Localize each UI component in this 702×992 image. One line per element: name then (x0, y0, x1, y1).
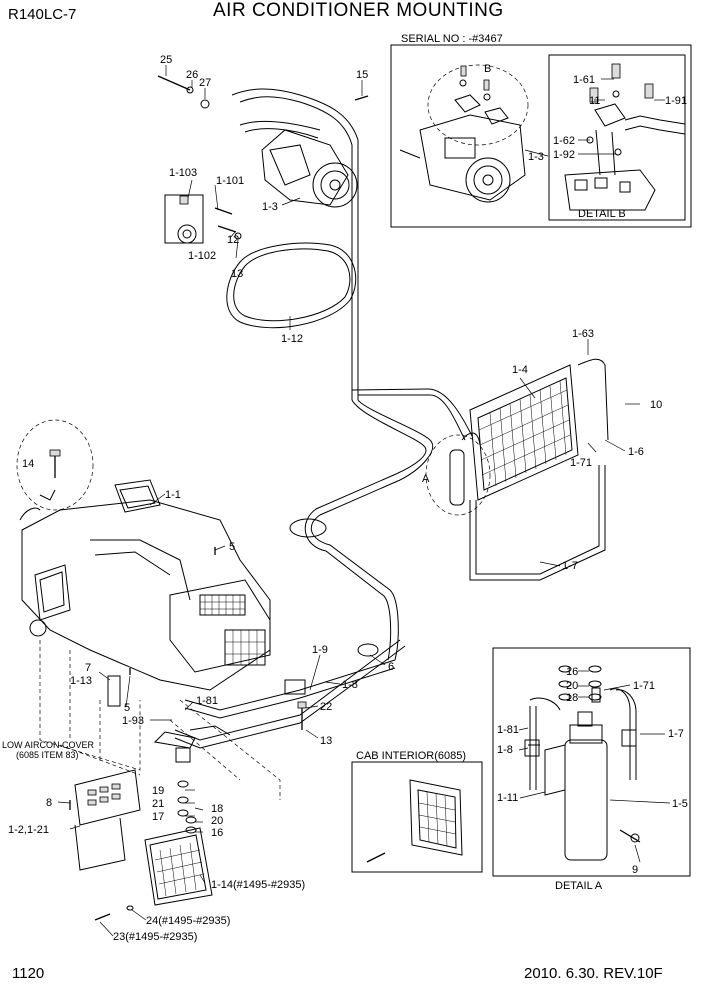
callout-1-101: 1-101 (216, 175, 244, 187)
callout-1-71-detail-a: 1-71 (633, 680, 655, 692)
callout-13-bottom: 13 (320, 735, 332, 747)
callout-22: 22 (320, 701, 332, 713)
callout-1-5: 1-5 (672, 798, 688, 810)
callout-1-71: 1-71 (570, 457, 592, 469)
callout-1-11: 1-11 (497, 792, 518, 804)
callout-1-2: 1-2,1-21 (8, 824, 49, 836)
serial-box-frame (390, 44, 692, 228)
callout-1-81: 1-81 (196, 695, 218, 707)
callout-1-12: 1-12 (281, 333, 303, 345)
detail-b-frame (548, 54, 686, 221)
detail-a-drawing (524, 665, 641, 861)
callout-1-9: 1-9 (312, 644, 328, 656)
callout-24: 24(#1495-#2935) (146, 915, 230, 927)
leader-lines (57, 65, 671, 937)
callout-labels: 25 26 27 15 1-103 1-101 1-3 12 1-102 13 … (8, 54, 688, 943)
ac-unit-drawing (16, 419, 271, 707)
callout-12: 12 (227, 234, 239, 246)
cab-interior-label: CAB INTERIOR(6085) (356, 750, 466, 762)
callout-11: 11 (589, 95, 600, 107)
callout-1-3-serial: 1-3 (528, 151, 544, 163)
revision-date: 2010. 6.30. REV.10F (524, 965, 663, 982)
callout-1-93: 1-93 (122, 715, 144, 727)
hose-1-9 (310, 399, 434, 661)
callout-1-7: 1-7 (562, 560, 578, 572)
callout-20-detail-a: 20 (566, 680, 578, 692)
callout-1-4: 1-4 (512, 364, 528, 376)
callout-1-102: 1-102 (188, 250, 216, 262)
callout-14: 14 (22, 458, 34, 470)
callout-16: 16 (211, 827, 223, 839)
low-aircon-cover-ref: (6085 ITEM 83) (16, 750, 79, 760)
callout-9: 9 (632, 864, 638, 876)
model-number: R140LC-7 (8, 6, 77, 23)
lower-piping-drawing (153, 639, 406, 834)
callout-B: B (484, 63, 491, 75)
detail-a-frame (492, 647, 691, 877)
callout-1-62: 1-62 (553, 135, 575, 147)
belt (226, 242, 357, 329)
callout-23: 23(#1495-#2935) (113, 931, 197, 943)
callout-1-103: 1-103 (169, 167, 197, 179)
page-number: 1120 (12, 965, 45, 982)
callout-25: 25 (160, 54, 172, 66)
cab-interior-drawing (366, 779, 463, 863)
callout-1-91: 1-91 (665, 95, 687, 107)
low-aircon-cover-label: LOW AIRCON COVER (2, 740, 95, 750)
callout-1-7-detail-a: 1-7 (668, 728, 684, 740)
callout-1-61: 1-61 (573, 74, 595, 86)
callout-15: 15 (356, 69, 368, 81)
callout-13-top: 13 (231, 268, 243, 280)
callout-21: 21 (152, 798, 164, 810)
cab-interior-frame (351, 761, 483, 873)
callout-18-detail-a: 18 (566, 692, 578, 704)
callout-5-bottom: 5 (124, 702, 130, 714)
detail-b-label: DETAIL B (578, 208, 626, 220)
callout-16-detail-a: 16 (566, 666, 578, 678)
callout-1-14: 1-14(#1495-#2935) (211, 879, 305, 891)
callout-18: 18 (211, 803, 223, 815)
detail-b-drawing (564, 63, 686, 211)
callout-17: 17 (152, 811, 164, 823)
callout-10: 10 (650, 399, 662, 411)
callout-8: 8 (46, 797, 52, 809)
detail-a-label: DETAIL A (555, 880, 603, 892)
callout-1-8: 1-8 (342, 679, 358, 691)
callout-1-13: 1-13 (70, 675, 92, 687)
callout-1-1: 1-1 (165, 489, 181, 501)
callout-6: 6 (388, 661, 394, 673)
condenser-drawing (425, 358, 609, 581)
callout-1-92: 1-92 (553, 149, 575, 161)
callout-19: 19 (152, 785, 164, 797)
control-panel-drawing (69, 769, 141, 871)
grille-1-14-drawing (94, 827, 213, 921)
callout-1-3: 1-3 (262, 201, 278, 213)
callout-1-63: 1-63 (572, 328, 594, 340)
callout-5-top: 5 (229, 541, 235, 553)
callout-A: A (422, 473, 430, 485)
serial-box-label: SERIAL NO : -#3467 (401, 33, 503, 45)
callout-1-6: 1-6 (628, 446, 644, 458)
top-compressor-drawing (157, 75, 369, 400)
page-title: AIR CONDITIONER MOUNTING (213, 0, 504, 21)
callout-26: 26 (186, 69, 198, 81)
callout-1-8-detail-a: 1-8 (497, 744, 513, 756)
compressor-serial-drawing (399, 64, 529, 203)
callout-27: 27 (199, 77, 211, 89)
callout-1-81-detail-a: 1-81 (497, 724, 519, 736)
callout-7: 7 (85, 662, 91, 674)
callout-20: 20 (211, 815, 223, 827)
